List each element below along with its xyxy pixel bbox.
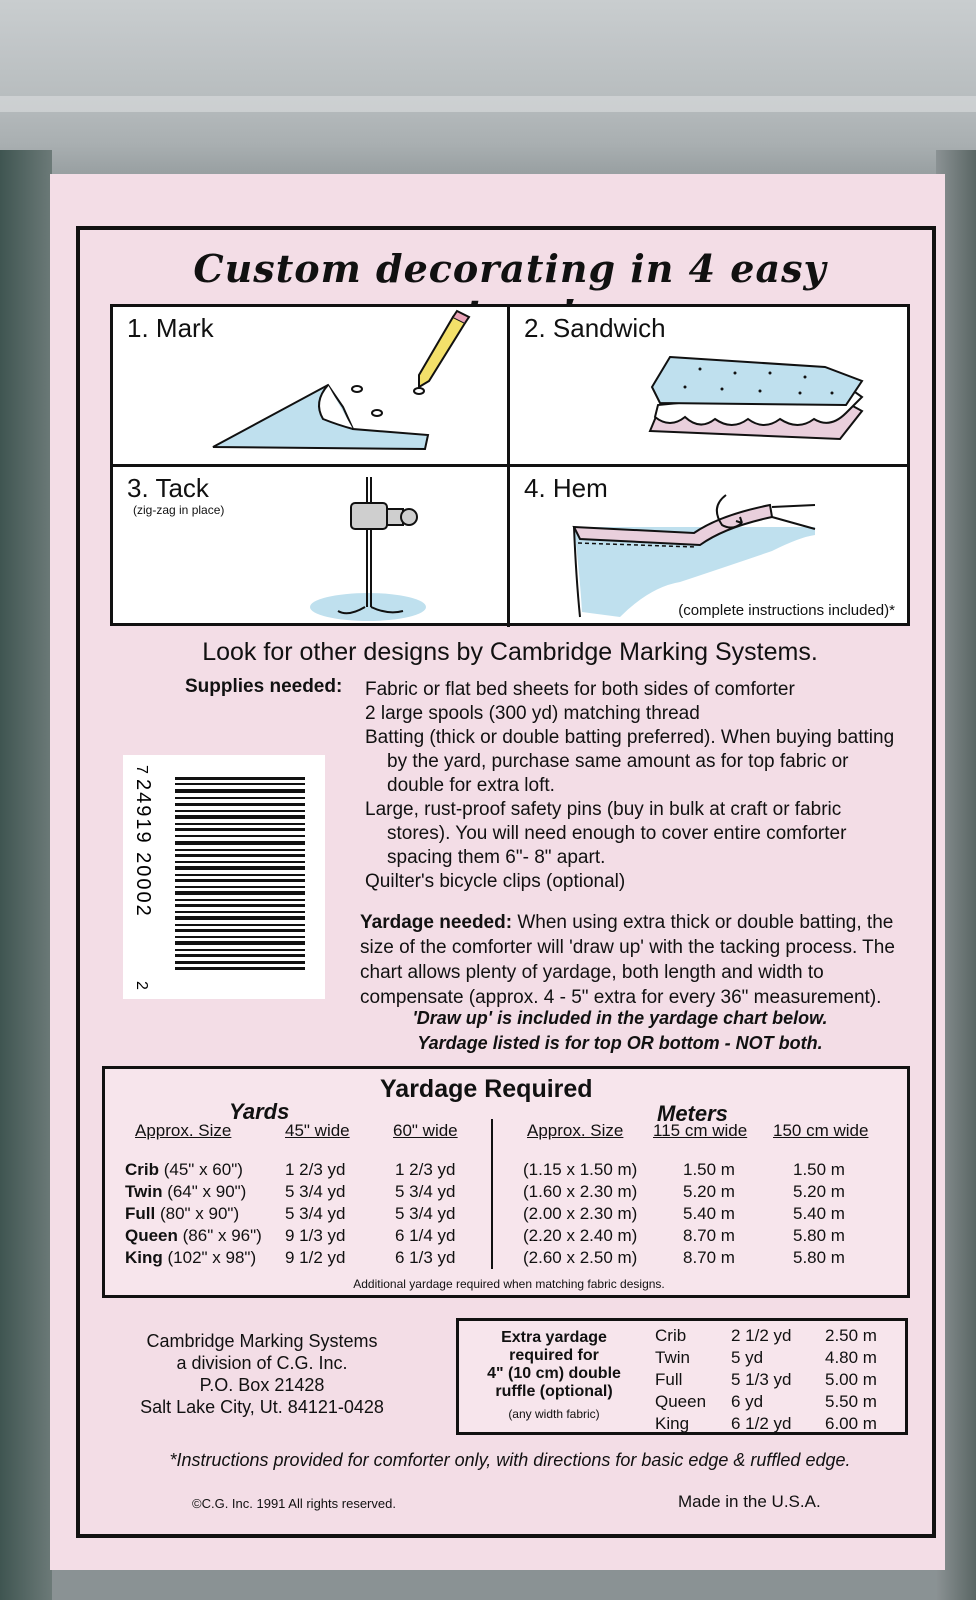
barcode-bars: 7 24919 20002 2 <box>132 765 305 990</box>
step-sandwich: 2. Sandwich <box>510 307 907 467</box>
extra-yardage-box: Extra yardage required for 4" (10 cm) do… <box>456 1318 908 1435</box>
yardage-needed-text: When using extra thick or double batting… <box>360 912 895 1008</box>
table-divider <box>491 1119 493 1269</box>
barcode: 7 24919 20002 2 <box>123 755 325 999</box>
header-45-wide: 45" wide <box>285 1121 350 1140</box>
extra-yardage-label: Extra yardage required for 4" (10 cm) do… <box>459 1329 649 1423</box>
mark-illustration <box>212 309 471 451</box>
yards-label: Yards <box>229 1099 290 1124</box>
column-size-name: Crib (45" x 60") Twin (64" x 90") Full (… <box>125 1159 262 1269</box>
header-150-wide: 150 cm wide <box>773 1121 869 1140</box>
supplies-label: Supplies needed: <box>185 676 343 697</box>
copyright: ©C.G. Inc. 1991 All rights reserved. <box>192 1496 396 1511</box>
steps-grid: 1. Mark 2. Sandwich 3. Tack (zig-zag in … <box>110 304 910 627</box>
yardage-table-footer: Additional yardage required when matchin… <box>353 1277 665 1291</box>
step-sub: (zig-zag in place) <box>133 503 225 517</box>
supply-item: 2 large spools (300 yd) matching thread <box>365 703 700 724</box>
yardage-emphasis: 'Draw up' is included in the yardage cha… <box>360 1006 880 1056</box>
header-meters-size: Approx. Size <box>527 1121 624 1140</box>
card-frame <box>76 226 936 1538</box>
instructions-note: (complete instructions included)* <box>678 602 895 619</box>
header-115-wide: 115 cm wide <box>653 1121 748 1140</box>
step-mark: 1. Mark <box>113 307 510 467</box>
step-label: 4. Hem <box>524 473 608 503</box>
supply-item: Batting (thick or double batting preferr… <box>365 727 895 796</box>
step-label: 1. Mark <box>127 313 214 343</box>
address-line: a division of C.G. Inc. <box>176 1353 348 1373</box>
step-label: 3. Tack <box>127 473 209 503</box>
barcode-left-digit: 7 <box>133 765 150 774</box>
footnote: *Instructions provided for comforter onl… <box>169 1450 851 1470</box>
bag-seal <box>0 96 976 112</box>
made-in: Made in the U.S.A. <box>678 1492 821 1511</box>
step-label: 2. Sandwich <box>524 313 666 343</box>
supply-item: Quilter's bicycle clips (optional) <box>365 871 626 892</box>
header-yards-size: Approx. Size <box>135 1121 232 1140</box>
table-row: Queen (86" x 96") <box>125 1226 262 1245</box>
draw-up-note: 'Draw up' is included in the yardage cha… <box>412 1008 828 1028</box>
barcode-right-digit: 2 <box>133 981 150 990</box>
yardage-table: Yardage Required Yards Meters Approx. Si… <box>102 1066 910 1298</box>
yardage-needed-label: Yardage needed: <box>360 912 513 933</box>
column-meter-size: (1.15 x 1.50 m)(1.60 x 2.30 m) (2.00 x 2… <box>523 1160 638 1267</box>
address-line: P.O. Box 21428 <box>199 1375 325 1395</box>
address-line: Salt Lake City, Ut. 84121-0428 <box>140 1397 384 1417</box>
tack-illustration <box>310 477 426 621</box>
sandwich-illustration <box>648 355 864 441</box>
yardage-needed: Yardage needed: When using extra thick o… <box>360 910 920 1010</box>
table-row: Crib (45" x 60") <box>125 1160 243 1179</box>
look-for-text: Look for other designs by Cambridge Mark… <box>202 638 818 666</box>
hem-illustration <box>572 494 816 618</box>
yardage-table-title: Yardage Required <box>380 1075 593 1103</box>
barcode-digits: 24919 20002 <box>132 779 154 918</box>
table-row: Twin (64" x 90") <box>125 1182 247 1201</box>
supply-item: Large, rust-proof safety pins (buy in bu… <box>365 799 847 868</box>
step-hem: 4. Hem (complete instructions included)* <box>510 467 907 627</box>
top-or-bottom-note: Yardage listed is for top OR bottom - NO… <box>417 1033 823 1053</box>
company-address: Cambridge Marking Systems a division of … <box>112 1330 412 1418</box>
address-line: Cambridge Marking Systems <box>146 1331 378 1351</box>
meters-label: Meters <box>657 1101 728 1126</box>
supplies-list: Fabric or flat bed sheets for both sides… <box>365 678 905 894</box>
step-tack: 3. Tack (zig-zag in place) <box>113 467 510 627</box>
extra-yardage-note: (any width fabric) <box>508 1407 600 1421</box>
bag-edge-left <box>0 150 52 1600</box>
supply-item: Fabric or flat bed sheets for both sides… <box>365 679 795 700</box>
table-row: Full (80" x 90") <box>125 1204 240 1223</box>
table-row: King (102" x 98") <box>125 1248 257 1267</box>
header-60-wide: 60" wide <box>393 1121 458 1140</box>
